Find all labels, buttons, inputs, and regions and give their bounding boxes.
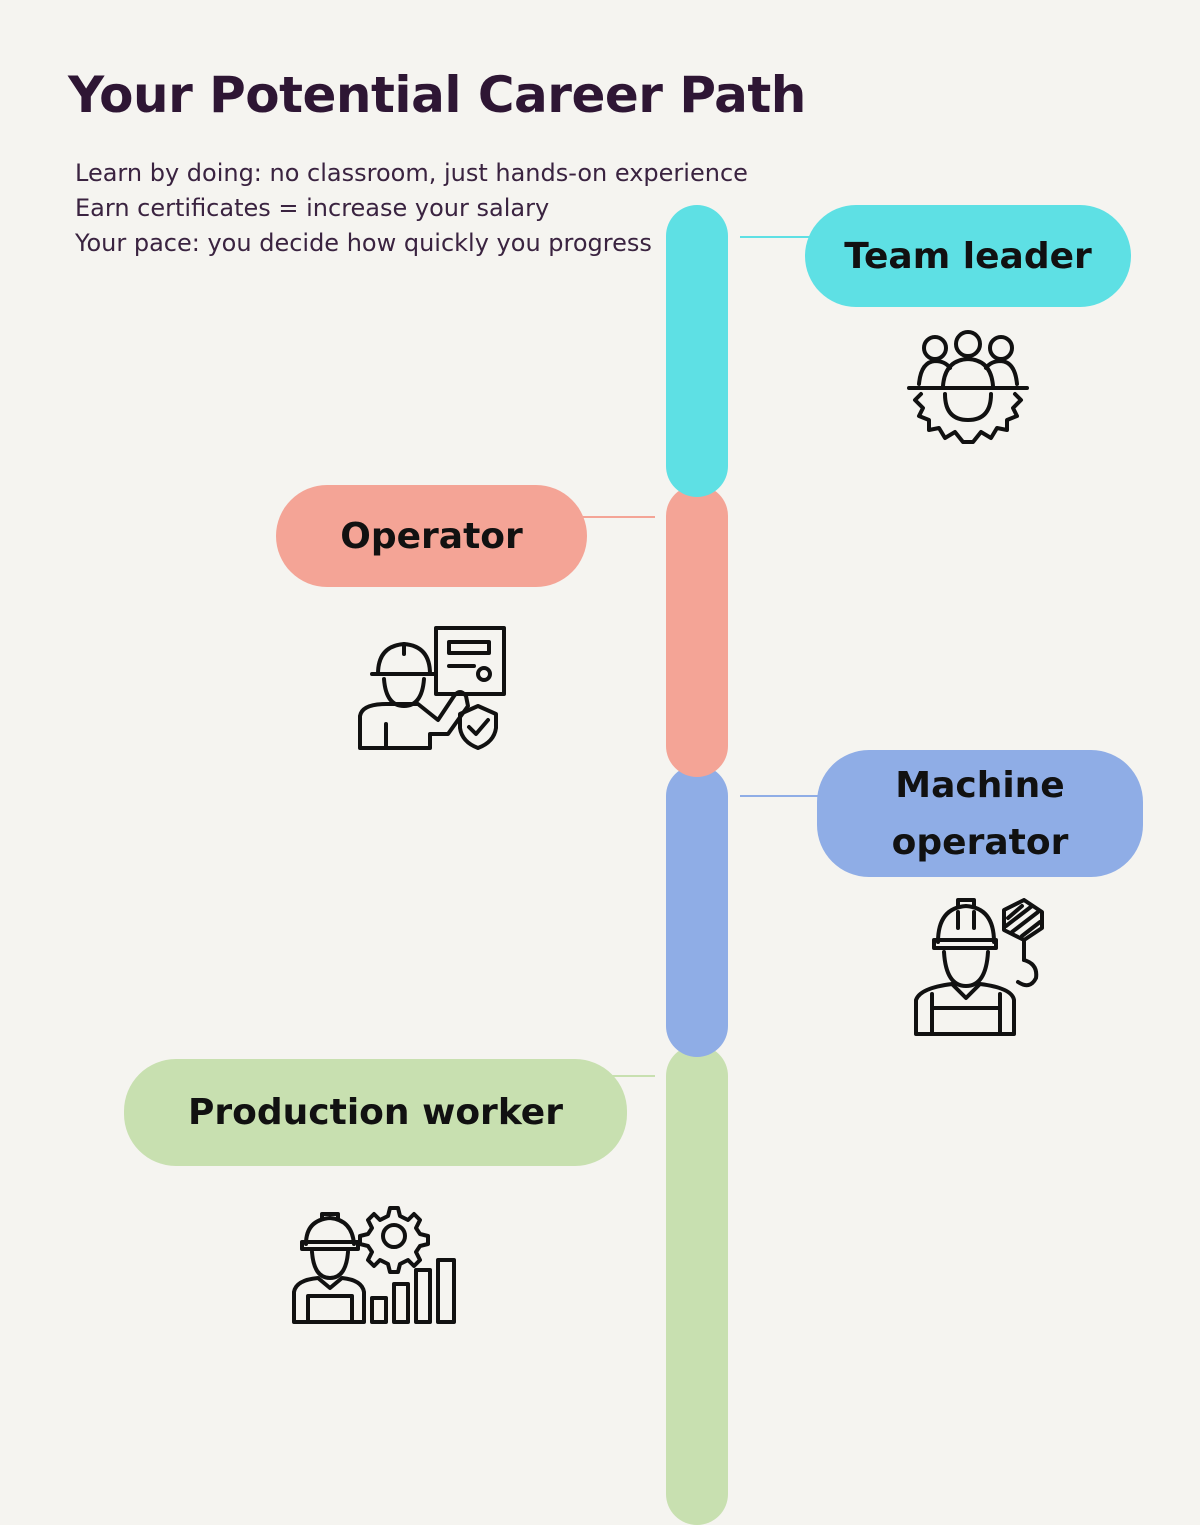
step-team-leader: Team leader [805,205,1131,307]
step-operator: Operator [276,485,587,587]
intro-text: Learn by doing: no classroom, just hands… [75,156,748,261]
crane-operator-icon [912,898,1046,1036]
step-machine-operator: Machine operator [817,750,1143,877]
timeline-segment-operator [666,485,728,777]
step-production-worker: Production worker [124,1059,627,1166]
intro-line: Earn certificates = increase your salary [75,194,550,222]
intro-line: Learn by doing: no classroom, just hands… [75,159,748,187]
step-label: Team leader [844,235,1092,277]
timeline-segment-machine-operator [666,765,728,1057]
intro-line: Your pace: you decide how quickly you pr… [75,229,652,257]
step-label: Production worker [188,1092,563,1133]
worker-growth-icon [292,1202,460,1324]
operator-control-panel-icon [356,624,508,752]
step-label: Machine operator [891,764,1069,863]
team-gear-icon [905,328,1031,454]
connector-machine-operator [740,795,822,797]
connector-team-leader [740,236,810,238]
timeline-segment-team-leader [666,205,728,497]
step-label: Operator [340,515,523,557]
page-title: Your Potential Career Path [68,66,806,124]
connector-operator [583,516,655,518]
timeline-segment-production-worker [666,1045,728,1525]
connector-production-worker [612,1075,655,1077]
